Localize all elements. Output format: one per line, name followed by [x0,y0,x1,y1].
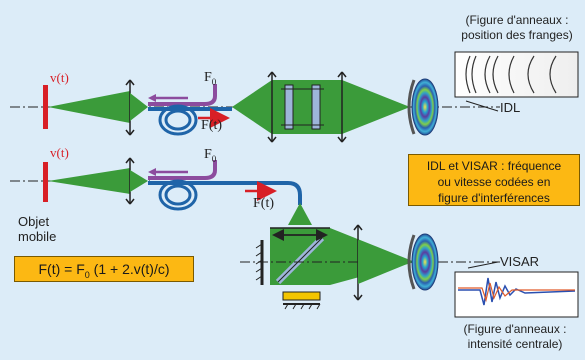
f0-label-top: F0 [204,70,216,87]
f0-label-bottom: F0 [204,147,216,164]
velocity-label-top: v(t) [50,70,69,86]
signal-image-bottom [455,272,578,317]
moving-target-bottom [43,162,48,202]
formula-box: F(t) = F0 (1 + 2.v(t)/c) [14,256,194,282]
etalon-plate-2 [312,85,320,129]
mirror-mount [283,292,320,300]
ft-label-bottom: F(t) [253,196,274,212]
ft-label-top: F(t) [201,118,222,134]
fiber-input-top [148,84,215,104]
idl-row [10,52,578,142]
moving-object-label: Objet mobile [18,214,56,244]
idl-label: IDL [500,100,520,115]
beam-top-left [48,91,130,123]
beam-top-cavity [232,80,410,134]
fringe-image-top [455,52,578,97]
caption-bottom: (Figure d'anneaux : intensité centrale) [448,322,582,352]
etalon-plate-1 [285,85,293,129]
velocity-label-bottom: v(t) [50,145,69,161]
beam-mid-left [48,168,130,194]
visar-label: VISAR [500,254,539,269]
info-box: IDL et VISAR : fréquence ou vitesse codé… [408,154,580,206]
ring-pattern-top [412,79,438,135]
caption-top: (Figure d'anneaux : position des franges… [455,13,579,43]
moving-target-top [43,85,48,129]
ring-pattern-bottom [412,234,438,290]
